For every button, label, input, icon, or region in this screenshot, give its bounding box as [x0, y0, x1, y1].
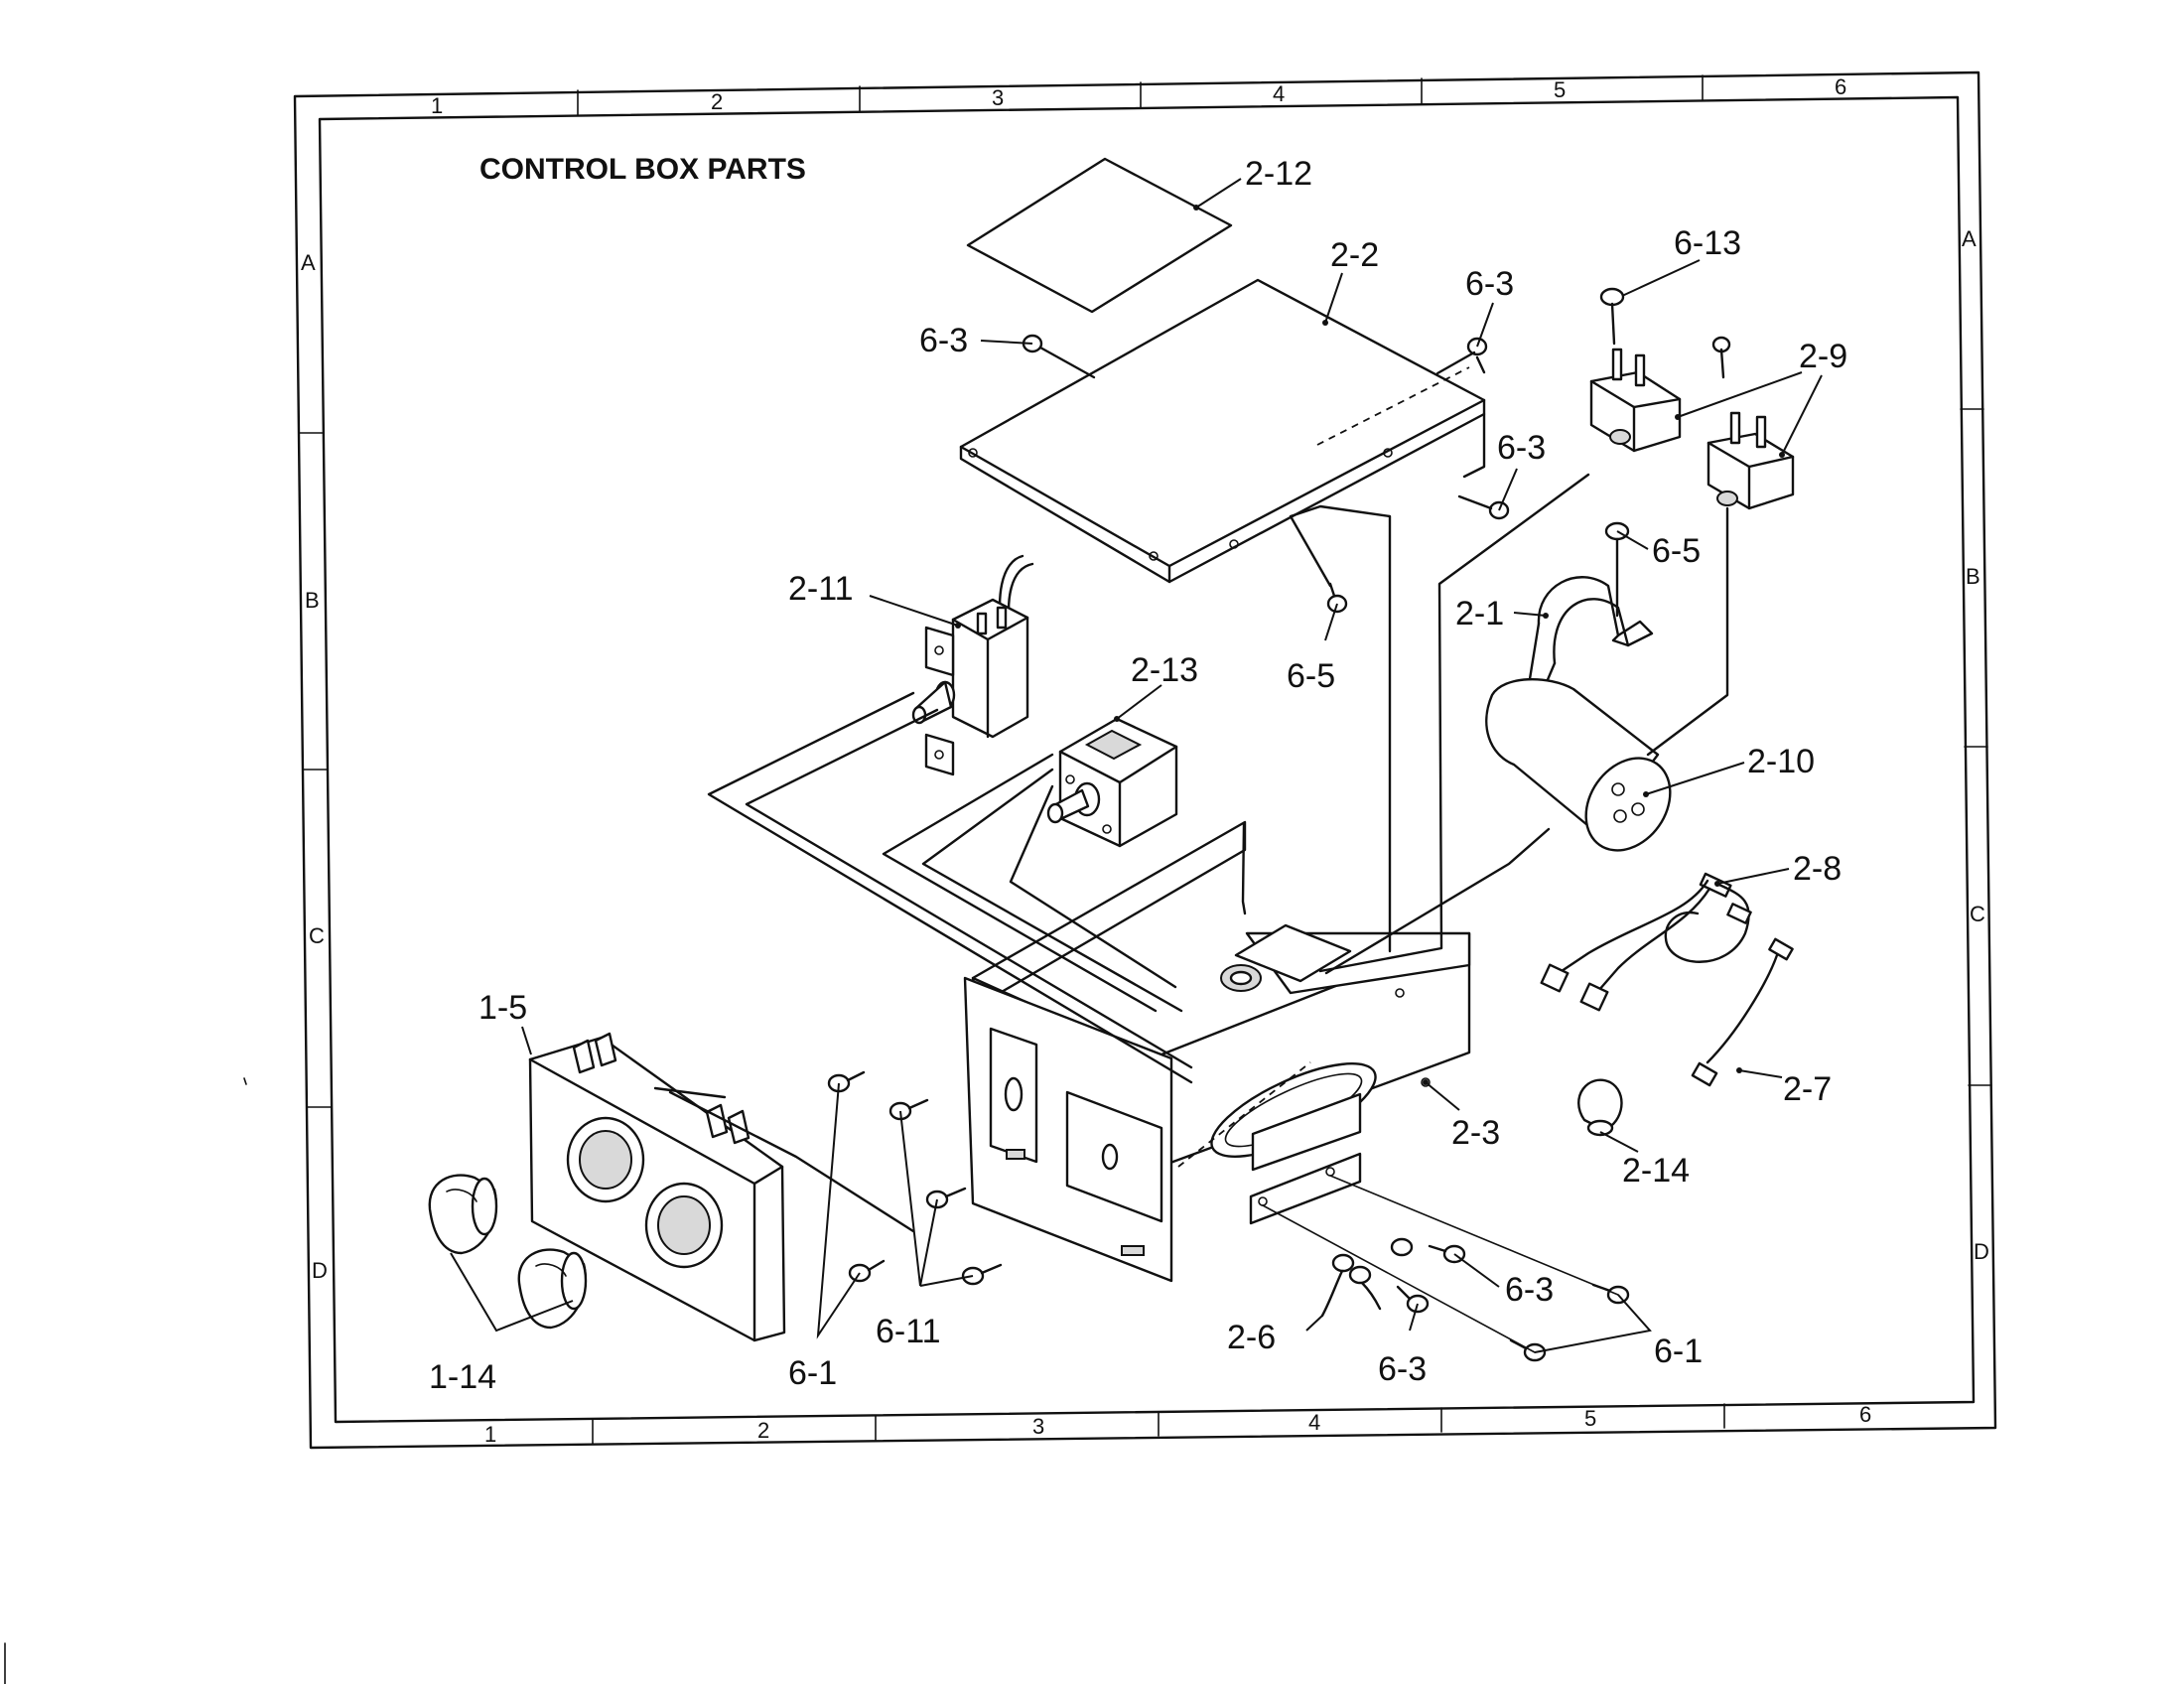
grid-col-bottom-4: 4: [1308, 1410, 1320, 1435]
label-2-13: 2-13: [1131, 651, 1198, 689]
screw-6-11-c: [961, 1263, 1003, 1286]
screw-6-3-bottom-b: [1396, 1285, 1430, 1314]
label-6-3-right: 6-3: [1497, 429, 1546, 467]
label-2-2: 2-2: [1330, 236, 1379, 274]
screw-6-11-a: [888, 1098, 929, 1121]
leader-lines-6-1-bottom: [1262, 1175, 1619, 1353]
label-6-3-bottom-a: 6-3: [1505, 1271, 1554, 1309]
label-2-3: 2-3: [1451, 1114, 1500, 1152]
diagram-title: CONTROL BOX PARTS: [479, 153, 806, 186]
screw-6-1-left-bottom: [848, 1259, 886, 1283]
screw-6-5-mid: [1326, 582, 1348, 614]
control-box-front-plate: [963, 976, 1173, 1283]
switch-2-13: [1046, 717, 1178, 848]
knob-1-14-right: [517, 1248, 588, 1330]
label-6-11: 6-11: [876, 1313, 941, 1350]
label-6-3-bottom-b: 6-3: [1378, 1350, 1427, 1388]
label-1-5: 1-5: [478, 989, 527, 1027]
grid-col-top-4: 4: [1273, 81, 1285, 106]
grid-row-left-C: C: [309, 923, 325, 948]
screw-6-1-right-b: [1509, 1338, 1547, 1362]
grid-col-top-2: 2: [711, 89, 723, 114]
grid-row-right-A: A: [1962, 226, 1977, 251]
grid-row-right-C: C: [1970, 902, 1985, 926]
relay-2-9-left: [1589, 348, 1682, 453]
label-2-9: 2-9: [1799, 338, 1847, 375]
label-2-11: 2-11: [788, 570, 854, 608]
screw-6-3-bottom-a: [1428, 1244, 1466, 1264]
label-6-13: 6-13: [1674, 224, 1741, 262]
grid-labels: 1 2 3 4 5 6 1 2 3 4 5 6 A B C D A B C D: [301, 74, 1989, 1447]
label-6-1-right: 6-1: [1654, 1333, 1703, 1370]
grid-col-top-1: 1: [431, 93, 443, 118]
grid-col-bottom-6: 6: [1859, 1402, 1871, 1427]
front-panel-1-5: [528, 1032, 915, 1342]
knob-1-14-left: [428, 1174, 498, 1255]
grid-col-top-3: 3: [992, 85, 1004, 110]
label-2-12: 2-12: [1245, 155, 1312, 193]
grid-col-bottom-2: 2: [757, 1418, 769, 1443]
callout-labels: 2-12 2-2 6-3 6-3 6-13 2-9 6-3 6-5 2-11 2…: [429, 155, 1847, 1396]
wire-2-7: [1691, 937, 1794, 1087]
label-6-3-top-right: 6-3: [1465, 265, 1514, 303]
label-1-14: 1-14: [429, 1358, 496, 1396]
control-box-cover-2-2: [959, 278, 1486, 584]
label-6-1-left: 6-1: [788, 1354, 837, 1392]
screw-6-11-b: [925, 1187, 967, 1209]
wiring: [707, 355, 1729, 1084]
grid-row-right-D: D: [1974, 1239, 1989, 1264]
wire-harness-2-8: [1540, 872, 1752, 1012]
grid-col-top-6: 6: [1835, 74, 1846, 99]
label-2-8: 2-8: [1793, 850, 1842, 888]
capacitor-2-10: [1485, 678, 1672, 852]
grid-row-right-B: B: [1966, 564, 1980, 589]
clip-2-14: [1577, 1078, 1623, 1137]
label-6-5-right: 6-5: [1652, 532, 1701, 570]
grid-row-left-B: B: [305, 588, 320, 613]
drawing-frame: [293, 70, 1997, 1450]
grid-col-bottom-1: 1: [484, 1422, 496, 1447]
grid-row-left-A: A: [301, 250, 316, 275]
scan-marks: [4, 1077, 247, 1684]
switch-2-11: [911, 554, 1034, 776]
capacitor-bracket-2-1: [1527, 576, 1654, 691]
label-sheet-2-12: [966, 157, 1233, 314]
label-6-3-top-left: 6-3: [919, 322, 968, 359]
label-2-7: 2-7: [1783, 1070, 1832, 1108]
grid-col-bottom-5: 5: [1584, 1406, 1596, 1431]
label-2-14: 2-14: [1622, 1152, 1690, 1190]
screw-6-13: [1599, 287, 1625, 346]
grid-col-bottom-3: 3: [1032, 1414, 1044, 1439]
callout-leaders: [450, 178, 1823, 1353]
ground-terminals-2-6: [1320, 1237, 1414, 1318]
grid-row-left-D: D: [312, 1258, 328, 1283]
relay-2-9-right: [1706, 411, 1795, 510]
grid-col-top-5: 5: [1554, 77, 1566, 102]
label-6-5-mid: 6-5: [1287, 657, 1335, 695]
label-2-1: 2-1: [1455, 595, 1504, 632]
screw-6-1-left-top: [827, 1070, 866, 1093]
label-2-6: 2-6: [1227, 1319, 1276, 1356]
screw-2-9: [1711, 336, 1731, 379]
screw-6-3-top-left: [1022, 334, 1096, 379]
label-2-10: 2-10: [1747, 743, 1815, 780]
